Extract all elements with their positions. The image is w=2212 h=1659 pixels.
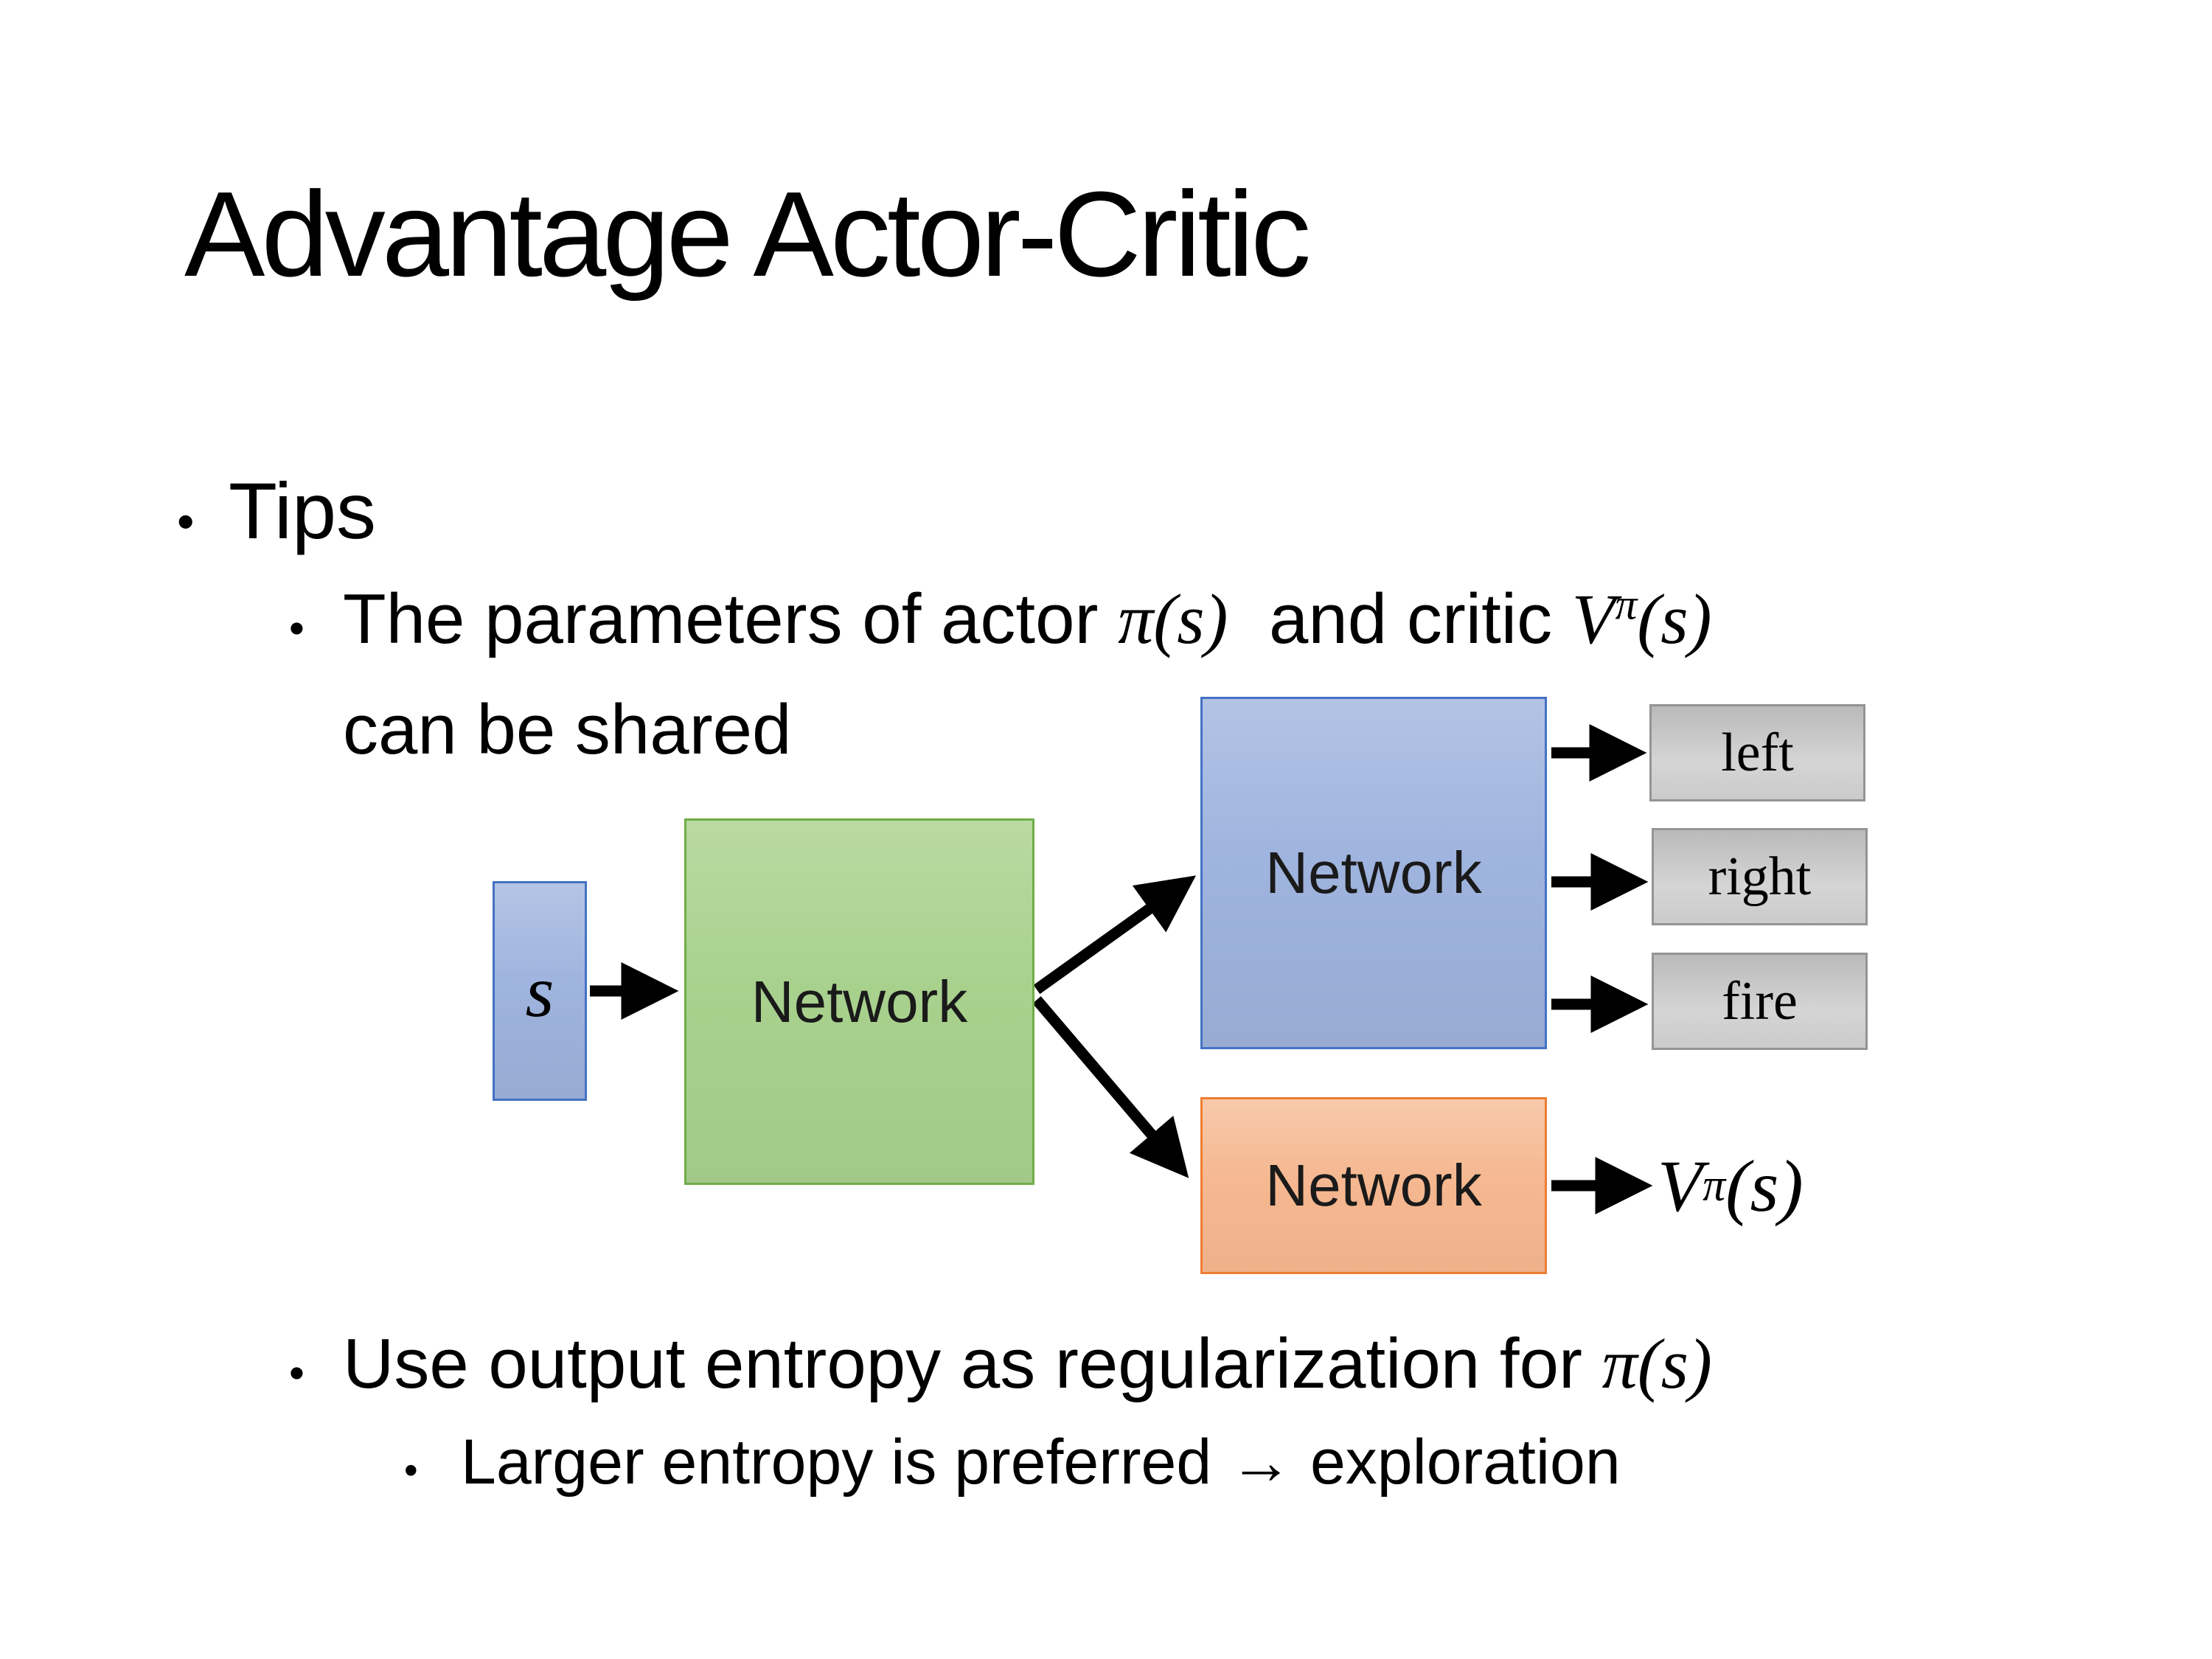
critic-value-base: V — [1571, 580, 1615, 658]
critic-value-sup: π — [1615, 580, 1638, 629]
state-input-label: s — [525, 950, 554, 1032]
bullet-dot: • — [289, 1348, 305, 1397]
state-input-box: s — [493, 881, 587, 1101]
actor-network-box: Network — [1200, 697, 1547, 1049]
exploration-text: Larger entropy is preferred → exploratio… — [461, 1427, 1621, 1498]
value-output-arg: (s) — [1725, 1144, 1804, 1227]
action-box-left: left — [1649, 704, 1865, 801]
bullet-exploration-row: • Larger entropy is preferred → explorat… — [404, 1425, 1621, 1500]
critic-network-label: Network — [1265, 1152, 1482, 1218]
parameters-text: The parameters of actor π(s) and critic … — [343, 564, 1712, 785]
bullet-dot: • — [289, 603, 305, 653]
tips-label: Tips — [229, 466, 377, 555]
bullet-tips-row: • Tips — [177, 463, 376, 559]
bullet-dot: • — [177, 494, 195, 549]
entropy-policy-math: π(s) — [1601, 1324, 1712, 1403]
action-label-left: left — [1721, 722, 1794, 783]
value-output-base: V — [1658, 1144, 1703, 1227]
actor-policy-math: π(s) — [1118, 580, 1228, 658]
bullet-entropy-row: • Use output entropy as regularization f… — [289, 1309, 1712, 1419]
critic-value-math: Vπ(s) — [1572, 580, 1712, 658]
entropy-prefix: Use output entropy as regularization for — [343, 1324, 1602, 1403]
critic-network-box: Network — [1200, 1097, 1547, 1274]
action-box-right: right — [1652, 828, 1868, 925]
parameters-line1-mid: and critic — [1249, 580, 1572, 658]
action-label-fire: fire — [1722, 970, 1798, 1032]
action-label-right: right — [1708, 846, 1812, 907]
shared-network-box: Network — [684, 818, 1034, 1185]
bullet-dot: • — [404, 1449, 418, 1492]
parameters-line2: can be shared — [343, 689, 792, 769]
arrow-shared-to-critic-network — [1032, 996, 1189, 1178]
parameters-line1: The parameters of actor π(s) and critic … — [343, 564, 1712, 675]
parameters-line1-prefix: The parameters of actor — [343, 580, 1119, 658]
actor-network-label: Network — [1265, 840, 1482, 905]
shared-network-label: Network — [751, 968, 968, 1034]
bullet-parameters-row: • The parameters of actor π(s) and criti… — [289, 564, 1712, 785]
slide-title: Advantage Actor-Critic — [184, 167, 1311, 302]
arrow-shared-to-actor-network — [1033, 875, 1197, 995]
critic-value-arg: (s) — [1637, 580, 1712, 658]
entropy-text: Use output entropy as regularization for… — [343, 1309, 1712, 1419]
action-box-fire: fire — [1652, 953, 1868, 1050]
